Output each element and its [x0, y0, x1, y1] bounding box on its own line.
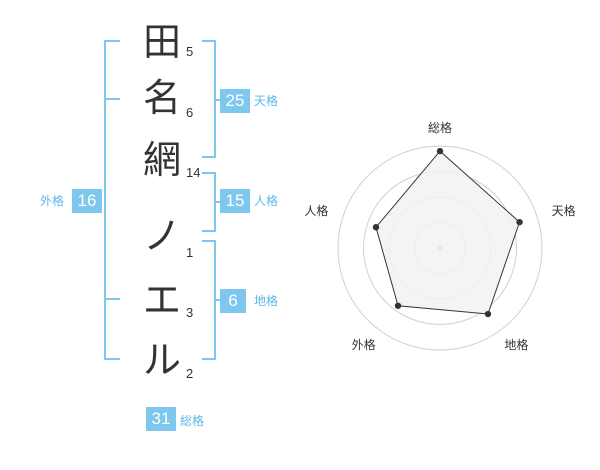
stroke-count-2: 6 [186, 105, 194, 120]
gaikaku-label: 外格 [40, 194, 65, 208]
chikaku-label: 地格 [254, 294, 279, 308]
bracket-tick-bottom [104, 298, 120, 300]
radar-point-3 [484, 310, 492, 318]
radar-axis-label-5: 人格 [304, 203, 328, 218]
soukaku-value-badge: 31 [146, 407, 176, 431]
stroke-count-6: 2 [186, 366, 194, 381]
stroke-count-5: 3 [186, 305, 194, 320]
soukaku-label: 総格 [180, 414, 205, 428]
radar-axis-label-4: 外格 [352, 337, 376, 352]
jinkaku-link [214, 201, 220, 203]
radar-axis-label-3: 地格 [504, 337, 528, 352]
tenkaku-label: 天格 [254, 94, 279, 108]
bracket-tick-top [104, 98, 120, 100]
name-char-6: ル [142, 338, 181, 382]
jinkaku-value-badge: 15 [220, 189, 250, 213]
name-char-3: 網 [142, 138, 181, 182]
name-char-2: 名 [142, 76, 181, 120]
name-char-1: 田 [142, 20, 181, 64]
chikaku-link [214, 299, 220, 301]
gaikaku-value-badge: 16 [72, 189, 102, 213]
gaikaku-bracket [104, 40, 120, 360]
radar-polygon [375, 150, 521, 315]
radar-point-4 [394, 302, 402, 309]
radar-point-1 [436, 147, 444, 155]
radar-point-5 [372, 223, 380, 231]
chikaku-value-badge: 6 [220, 289, 246, 313]
stroke-count-4: 1 [186, 245, 194, 260]
tenkaku-value-badge: 25 [220, 89, 250, 113]
tenkaku-link [214, 99, 220, 101]
name-char-5: エ [142, 278, 181, 322]
stroke-count-3: 14 [186, 165, 201, 180]
stroke-count-1: 5 [186, 44, 194, 59]
radar-point-2 [516, 218, 523, 226]
name-char-4: ノ [142, 214, 181, 258]
radar-axis-label-2: 天格 [552, 203, 576, 218]
radar-axis-label-1: 総格 [428, 120, 452, 135]
jinkaku-label: 人格 [254, 194, 279, 208]
